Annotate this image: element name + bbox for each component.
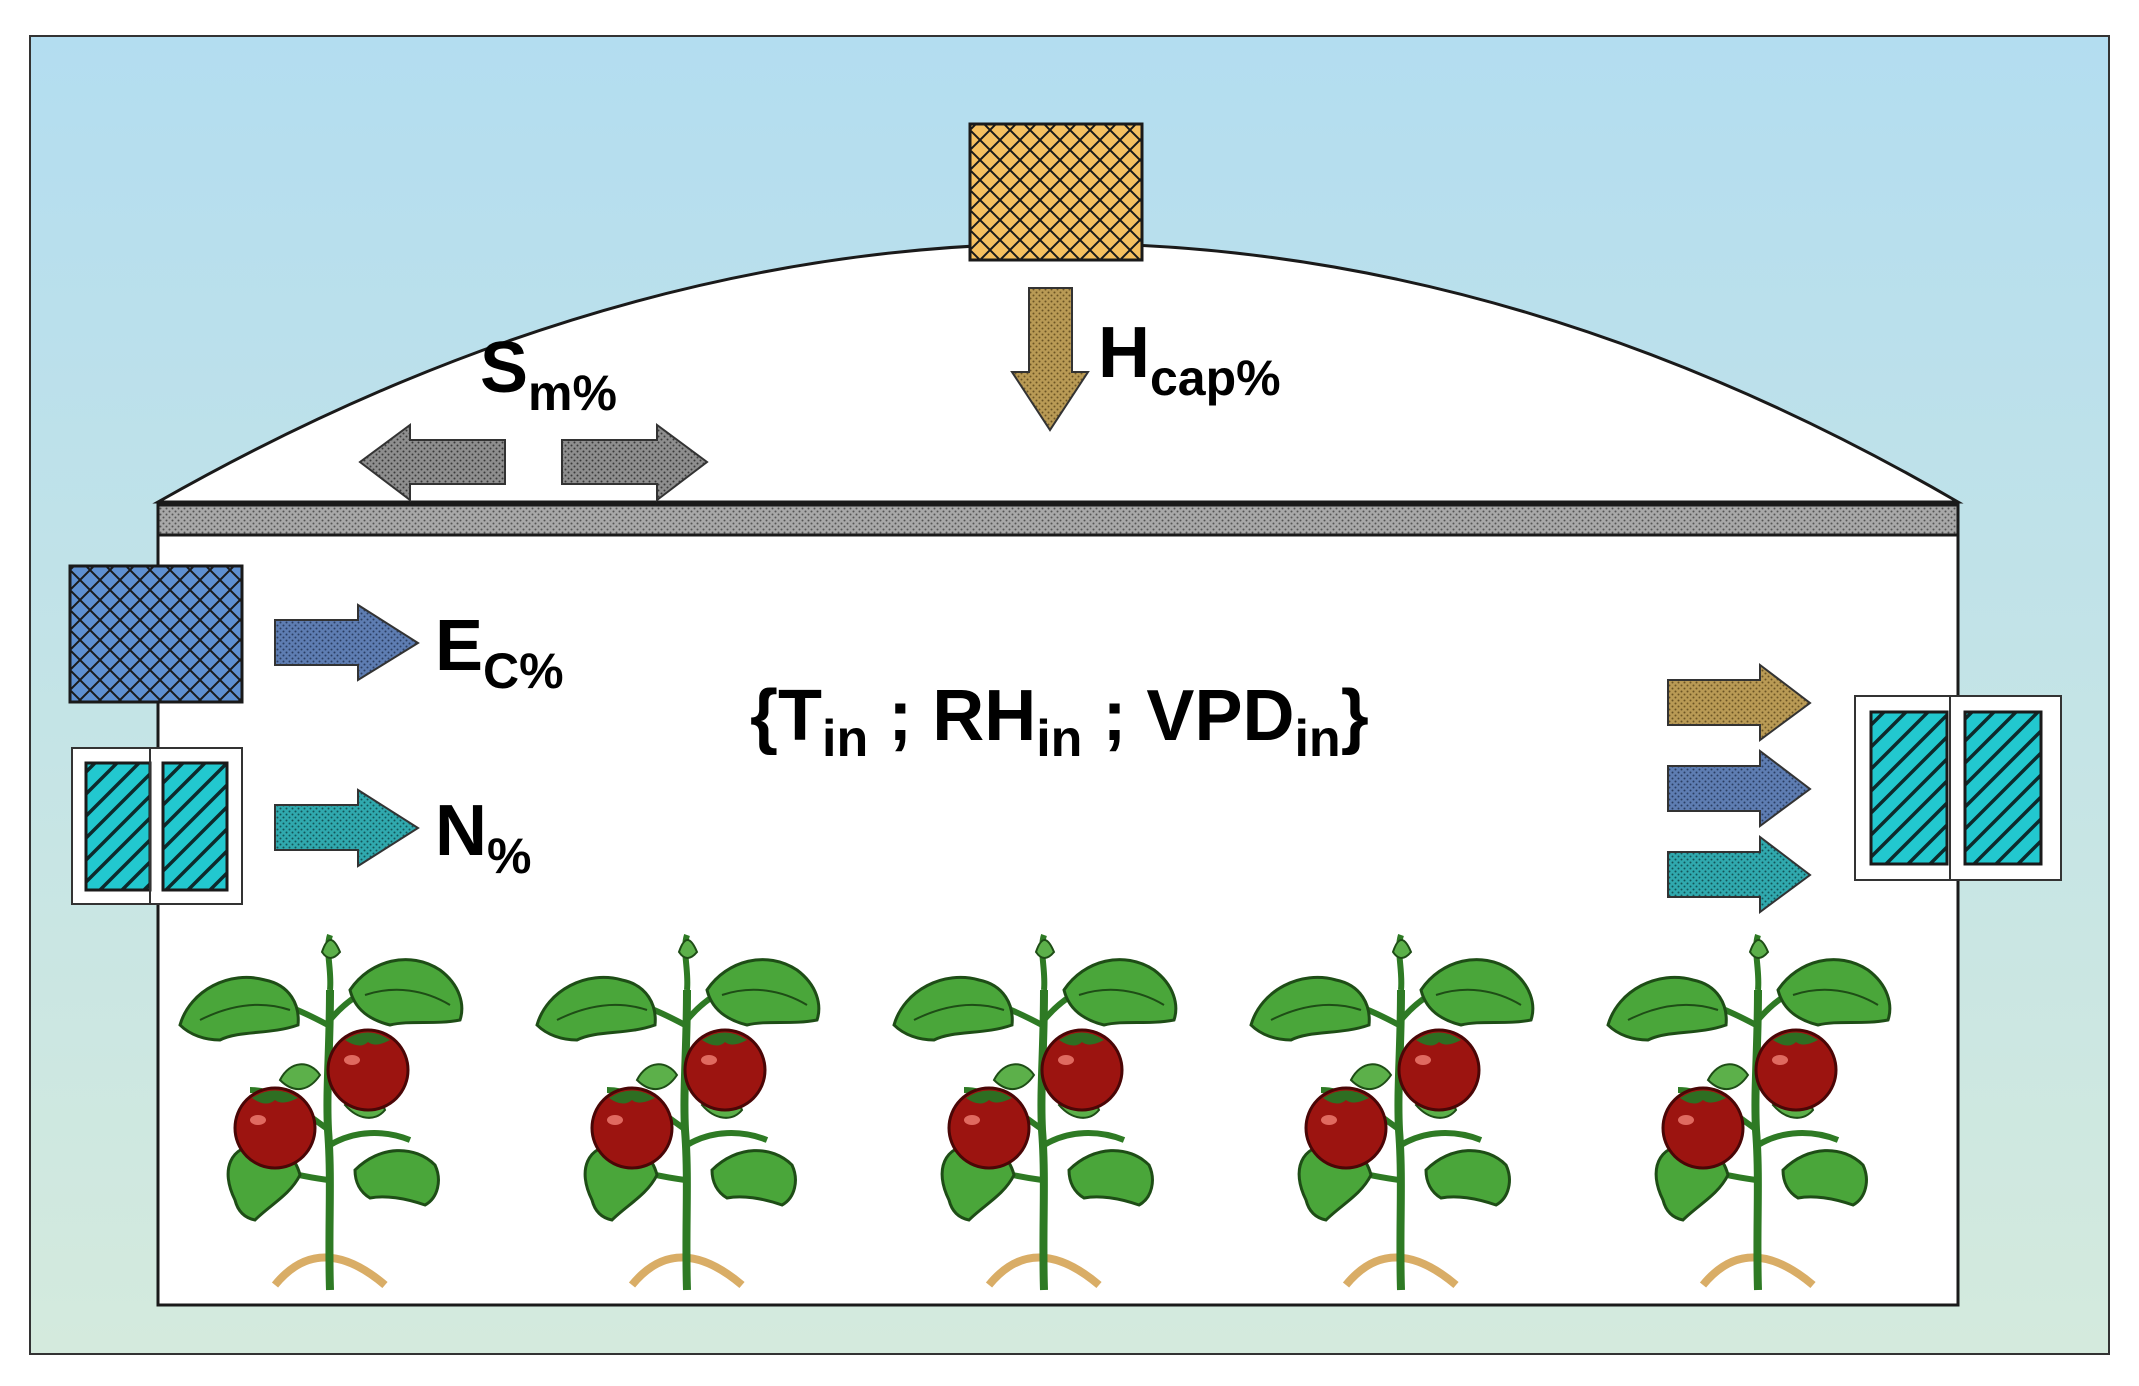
shading-label: Sm% [480,328,617,421]
heating-label: Hcap% [1098,313,1281,406]
ventilation-label: N% [435,791,531,884]
shading-label-base: S [480,328,528,408]
state-rh: RH [932,676,1036,756]
state-sep2: ; [1082,676,1146,756]
vent-window-right-icon [1854,695,2062,881]
state-vpd-sub: in [1294,710,1340,768]
cooling-label-base: E [435,606,483,686]
state-vpd: VPD [1146,676,1294,756]
cooling-label-sub: C% [483,643,564,699]
heating-label-sub: cap% [1150,350,1281,406]
vent-window-icon [71,747,243,905]
shading-arrow-right [561,423,709,503]
ventilation-label-base: N [435,791,487,871]
ventilation-label-sub: % [487,828,531,884]
state-close-brace: } [1341,676,1369,756]
state-variables-label: {Tin ; RHin ; VPDin} [750,676,1369,768]
state-t-sub: in [822,710,868,768]
state-rh-sub: in [1036,710,1082,768]
outflow-arrow-heat [1667,662,1812,742]
outflow-arrow-ventilation [1667,834,1812,914]
state-t: T [778,676,822,756]
cooling-label: EC% [435,606,564,699]
shading-arrow-left [358,423,506,503]
state-open-brace: { [750,676,778,756]
ventilation-arrow [274,788,420,868]
shading-label-sub: m% [528,365,617,421]
shade-screen [156,503,1960,537]
cooling-arrow [274,603,420,682]
heater-icon [968,122,1144,262]
heat-arrow [1010,287,1090,432]
cooling-pad-icon [68,564,244,704]
outflow-arrow-cooling [1667,748,1812,828]
state-sep1: ; [868,676,932,756]
heating-label-base: H [1098,313,1150,393]
